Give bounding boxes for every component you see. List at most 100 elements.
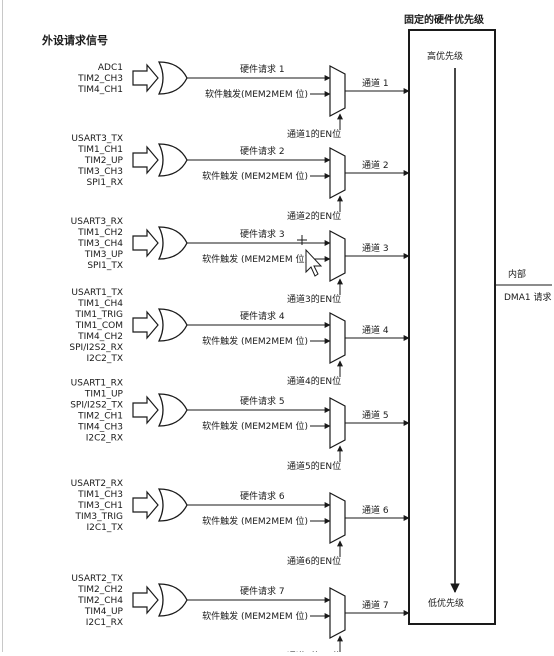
hw-request-label: 硬件请求 6 — [240, 490, 285, 502]
hw-request-label: 硬件请求 5 — [240, 395, 285, 407]
en-bit-label: 通道3的EN位 — [287, 293, 341, 305]
signal-label: TIM4_UP — [84, 607, 124, 617]
mux-icon — [329, 312, 346, 364]
mux-icon — [329, 492, 346, 544]
input-arrow-icon — [132, 490, 159, 520]
hw-request-label: 硬件请求 7 — [240, 585, 285, 597]
input-arrow-icon — [132, 395, 159, 425]
or-gate-icon — [157, 583, 188, 617]
sw-trigger-label: 软件触发 (MEM2MEM 位) — [202, 253, 308, 265]
signal-label: TIM4_CH1 — [77, 85, 123, 95]
channel-output-label: 通道 2 — [362, 159, 389, 171]
signal-label: SPI1_TX — [87, 261, 123, 271]
input-arrow-icon — [132, 63, 159, 93]
priority-box-title: 固定的硬件优先级 — [404, 13, 485, 26]
sw-trigger-label: 软件触发 (MEM2MEM 位) — [202, 335, 308, 347]
en-bit-label: 通道2的EN位 — [287, 210, 341, 222]
high-priority-label: 高优先级 — [427, 50, 463, 62]
left-border — [2, 0, 3, 652]
input-arrow-icon — [132, 145, 159, 175]
signal-label: TIM1_CH2 — [77, 228, 123, 238]
en-bit-label: 通道1的EN位 — [287, 128, 341, 140]
channel-group-5: USART1_RXTIM1_UPSPI/I2S2_TXTIM2_CH1TIM4_… — [70, 379, 410, 472]
signal-label: TIM2_CH2 — [77, 585, 123, 595]
signal-label: TIM3_CH4 — [77, 239, 123, 249]
or-gate-icon — [157, 226, 188, 260]
signal-label: TIM2_CH3 — [77, 74, 123, 84]
channel-group-2: USART3_TXTIM1_CH1TIM2_UPTIM3_CH3SPI1_RX硬… — [71, 134, 410, 222]
input-arrow-icon — [132, 228, 159, 258]
signal-label: USART1_TX — [71, 288, 123, 298]
signal-label: TIM4_CH2 — [77, 332, 123, 342]
en-bit-label: 通道6的EN位 — [287, 555, 341, 567]
hw-request-label: 硬件请求 1 — [240, 63, 285, 75]
sw-trigger-label: 软件触发 (MEM2MEM 位) — [202, 420, 308, 432]
mux-icon — [329, 397, 346, 449]
signal-label: TIM1_CH4 — [77, 299, 123, 309]
channel-output-label: 通道 6 — [362, 504, 389, 516]
signal-label: I2C1_RX — [86, 618, 123, 628]
signal-label: TIM1_CH3 — [77, 490, 123, 500]
signal-label: TIM3_CH3 — [77, 167, 123, 177]
hw-request-label: 硬件请求 3 — [240, 228, 285, 240]
channel-group-4: USART1_TXTIM1_CH4TIM1_TRIGTIM1_COMTIM4_C… — [69, 288, 410, 387]
output-label-internal: 内部 — [508, 268, 526, 280]
mux-icon — [329, 147, 346, 199]
signal-label: TIM3_CH1 — [77, 501, 123, 511]
signal-label: I2C2_RX — [86, 434, 123, 444]
signal-label: I2C1_TX — [86, 523, 123, 533]
signal-label: SPI/I2S2_TX — [70, 401, 123, 411]
signal-label: USART2_TX — [71, 574, 123, 584]
or-gate-icon — [157, 308, 188, 342]
mouse-cursor-icon — [297, 235, 323, 277]
channel-group-6: USART2_RXTIM1_CH3TIM3_CH1TIM3_TRIGI2C1_T… — [71, 479, 410, 567]
signal-label: TIM2_CH4 — [77, 596, 123, 606]
or-gate-icon — [157, 488, 188, 522]
input-arrow-icon — [132, 585, 159, 615]
signal-label: ADC1 — [98, 63, 123, 73]
signal-label: TIM3_TRIG — [74, 512, 123, 522]
output-label-request: DMA1 请求 — [504, 291, 551, 303]
signal-label: TIM1_TRIG — [74, 310, 123, 320]
sw-trigger-label: 软件触发 (MEM2MEM 位) — [202, 515, 308, 527]
channel-output-label: 通道 4 — [362, 324, 389, 336]
sw-trigger-label: 软件触发 (MEM2MEM 位) — [202, 610, 308, 622]
mux-icon — [329, 65, 346, 117]
en-bit-label: 通道4的EN位 — [287, 375, 341, 387]
signal-label: TIM1_COM — [75, 321, 123, 331]
hw-request-label: 硬件请求 2 — [240, 145, 285, 157]
mux-icon — [329, 230, 346, 282]
channel-output-label: 通道 7 — [362, 599, 389, 611]
low-priority-label: 低优先级 — [428, 597, 464, 609]
signal-label: I2C2_TX — [86, 354, 123, 364]
peripheral-signals-title: 外设请求信号 — [41, 33, 108, 47]
signal-label: USART3_TX — [71, 134, 123, 144]
priority-box — [408, 29, 496, 625]
signal-label: TIM1_UP — [84, 390, 124, 400]
signal-label: TIM3_UP — [84, 250, 124, 260]
or-gate-icon — [157, 143, 188, 177]
signal-label: TIM2_CH1 — [77, 412, 123, 422]
or-gate-icon — [157, 393, 188, 427]
signal-label: USART3_RX — [71, 217, 123, 227]
en-bit-label: 通道5的EN位 — [287, 460, 341, 472]
hw-request-label: 硬件请求 4 — [240, 310, 285, 322]
signal-label: TIM4_CH3 — [77, 423, 123, 433]
signal-label: USART2_RX — [71, 479, 123, 489]
input-arrow-icon — [132, 310, 159, 340]
mux-icon — [329, 587, 346, 639]
channel-output-label: 通道 3 — [362, 242, 389, 254]
sw-trigger-label: 软件触发 (MEM2MEM 位) — [202, 170, 308, 182]
channel-output-label: 通道 1 — [362, 77, 389, 89]
sw-trigger-label: 软件触发(MEM2MEM 位) — [205, 88, 308, 100]
signal-label: USART1_RX — [71, 379, 123, 389]
signal-label: SPI/I2S2_RX — [69, 343, 123, 353]
channel-output-label: 通道 5 — [362, 409, 389, 421]
signal-label: SPI1_RX — [87, 178, 123, 188]
